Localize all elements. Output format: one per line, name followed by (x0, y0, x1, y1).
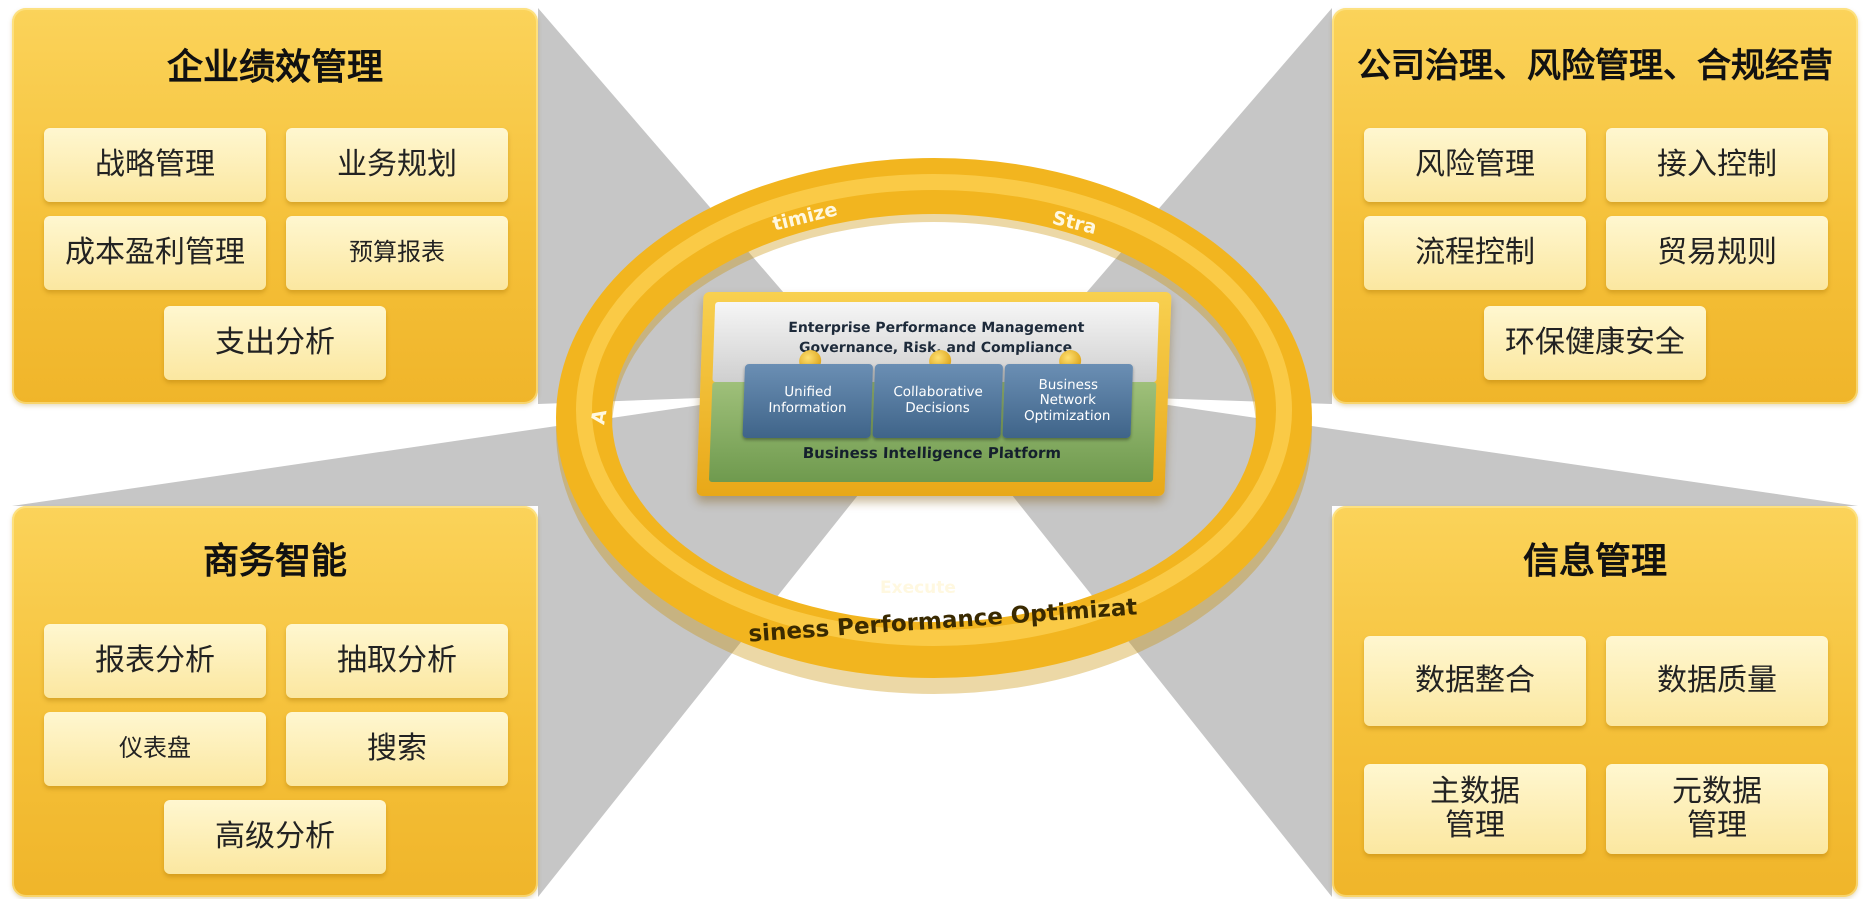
box-grc-2: 接入控制 (1606, 128, 1828, 202)
box-grc-1: 风险管理 (1364, 128, 1586, 202)
panel-title-epm: 企业绩效管理 (166, 46, 383, 88)
pillar-business-network-optimization: Business Network Optimization (1002, 364, 1134, 438)
ring-label-execute: Execute (880, 578, 956, 598)
box-grc-4: 贸易规则 (1606, 216, 1828, 290)
platform-base-label: Business Intelligence Platform (802, 444, 1062, 462)
box-epm-4: 预算报表 (286, 216, 508, 290)
panel-bi: 商务智能 报表分析 抽取分析 仪表盘 搜索 高级分析 (12, 506, 538, 897)
box-bi-3: 仪表盘 (44, 712, 266, 786)
box-im-2: 数据质量 (1606, 636, 1828, 726)
box-epm-5: 支出分析 (164, 306, 386, 380)
box-epm-2: 业务规划 (286, 128, 508, 202)
box-epm-1: 战略管理 (44, 128, 266, 202)
panel-grc: 公司治理、风险管理、合规经营 风险管理 接入控制 流程控制 贸易规则 环保健康安… (1332, 8, 1858, 404)
platform-line-epm: Enterprise Performance Management (787, 320, 1085, 336)
box-bi-5: 高级分析 (164, 800, 386, 874)
box-grc-3: 流程控制 (1364, 216, 1586, 290)
pillar-collaborative-decisions: Collaborative Decisions (872, 364, 1004, 438)
panel-title-bi: 商务智能 (202, 540, 347, 582)
box-grc-5: 环保健康安全 (1484, 306, 1706, 380)
box-im-4: 元数据 管理 (1606, 764, 1828, 854)
box-im-3: 主数据 管理 (1364, 764, 1586, 854)
box-bi-1: 报表分析 (44, 624, 266, 698)
box-bi-4: 搜索 (286, 712, 508, 786)
panel-epm: 企业绩效管理 战略管理 业务规划 成本盈利管理 预算报表 支出分析 (12, 8, 538, 404)
box-epm-3: 成本盈利管理 (44, 216, 266, 290)
box-im-1: 数据整合 (1364, 636, 1586, 726)
platform-graphic: Enterprise Performance Management Govern… (696, 292, 1172, 496)
panel-title-grc: 公司治理、风险管理、合规经营 (1357, 46, 1833, 86)
box-bi-2: 抽取分析 (286, 624, 508, 698)
panel-title-im: 信息管理 (1522, 540, 1667, 582)
panel-im: 信息管理 数据整合 数据质量 主数据 管理 元数据 管理 (1332, 506, 1858, 897)
pillar-unified-information: Unified Information (742, 364, 874, 438)
